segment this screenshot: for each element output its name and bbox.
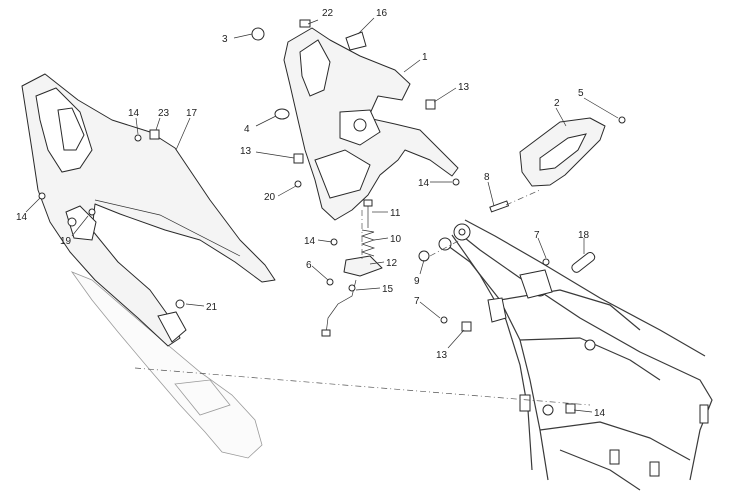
- rear-subframe: [438, 219, 713, 491]
- screw-14-far-left: [38, 192, 46, 200]
- tail-cover-lower-bowl: [314, 149, 371, 199]
- screw-14-left: [134, 134, 142, 142]
- callout-1: 1: [422, 52, 428, 63]
- nut-9: [418, 250, 430, 262]
- callout-17: 17: [186, 108, 198, 119]
- screw-21: [175, 299, 185, 309]
- callout-10: 10: [390, 234, 402, 245]
- callout-5: 5: [578, 88, 584, 99]
- callout-7-upper: 7: [534, 230, 540, 241]
- pin-18: [571, 251, 596, 273]
- lower-panel-ghost: [70, 271, 263, 459]
- spring-10: [360, 229, 376, 257]
- left-panel-vent: [57, 107, 85, 151]
- screw-6: [326, 278, 334, 286]
- callout-16: 16: [376, 8, 388, 19]
- callout-13-lower: 13: [436, 350, 448, 361]
- left-panel-edge-line: [94, 199, 241, 257]
- bolt-8: [489, 200, 510, 213]
- callout-3: 3: [222, 34, 228, 45]
- tail-cover-center-hole: [353, 118, 367, 132]
- clip-14-lower: [565, 403, 576, 414]
- callout-4: 4: [244, 124, 250, 135]
- clip-23: [149, 129, 160, 140]
- callout-22: 22: [322, 8, 334, 19]
- bolt-11-head: [363, 199, 373, 207]
- left-panel-hole: [67, 217, 77, 227]
- callout-19: 19: [60, 236, 72, 247]
- screw-7-upper: [542, 258, 550, 266]
- callout-7-lower: 7: [414, 296, 420, 307]
- assembly-line-1: [134, 367, 591, 406]
- callout-6: 6: [306, 260, 312, 271]
- clip-13-mid: [293, 153, 304, 164]
- callout-14-lower: 14: [594, 408, 606, 419]
- callout-21: 21: [206, 302, 218, 313]
- callout-13-upper: 13: [458, 82, 470, 93]
- callout-14-right: 14: [418, 178, 430, 189]
- lower-panel-cutout: [174, 379, 231, 416]
- callout-13-mid: 13: [240, 146, 252, 157]
- clip-13-upper: [425, 99, 436, 110]
- left-panel-mount: [65, 205, 97, 241]
- grab-handle-inner: [539, 133, 587, 171]
- cable-15-end: [321, 329, 331, 337]
- callout-14-center: 14: [304, 236, 316, 247]
- callout-8: 8: [484, 172, 490, 183]
- tail-cover-left-rib: [299, 39, 331, 97]
- callout-labels: 22 16 3 1 13 5 2 14 23 17 4 13 14 20 8 1…: [16, 8, 606, 419]
- screw-5: [618, 116, 626, 124]
- callout-2: 2: [554, 98, 560, 109]
- callout-18: 18: [578, 230, 590, 241]
- screw-19: [88, 208, 96, 216]
- callout-12: 12: [386, 258, 398, 269]
- nut-3: [251, 27, 265, 41]
- callout-14-top: 14: [128, 108, 140, 119]
- callout-23: 23: [158, 108, 170, 119]
- bracket-16: [345, 31, 367, 51]
- callout-20: 20: [264, 192, 276, 203]
- clip-13-lower: [461, 321, 472, 332]
- callout-14-left: 14: [16, 212, 28, 223]
- screw-14-right: [452, 178, 460, 186]
- assembly-line-3: [505, 189, 541, 206]
- callout-15: 15: [382, 284, 394, 295]
- left-panel-tab: [157, 311, 187, 343]
- grommet-4: [274, 108, 290, 120]
- callout-9: 9: [414, 276, 420, 287]
- assembly-line-4: [429, 239, 461, 257]
- bracket-12: [343, 255, 383, 277]
- leader-lines: [25, 17, 619, 413]
- screw-7-lower: [440, 316, 448, 324]
- cable-15-nut: [348, 284, 356, 292]
- screw-20: [294, 180, 302, 188]
- callout-11: 11: [390, 208, 401, 219]
